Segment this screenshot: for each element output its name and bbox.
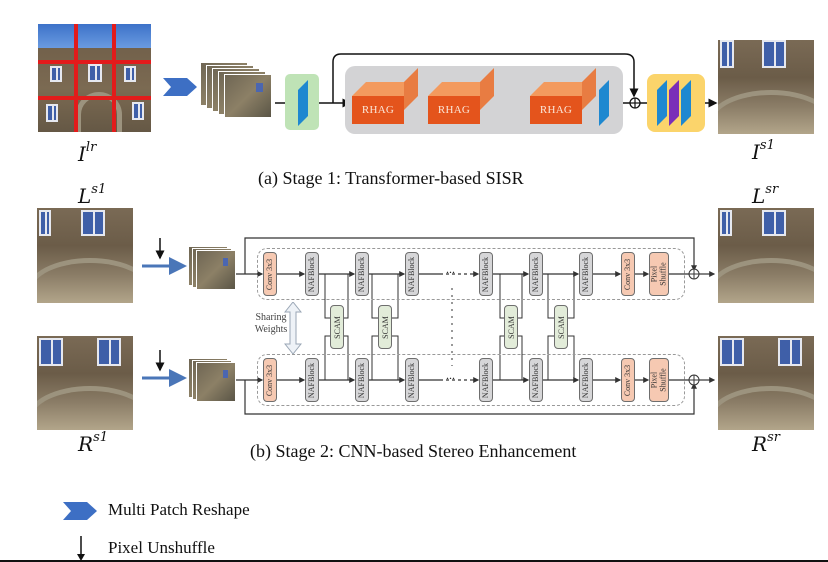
block-label: Conv 3x3 <box>623 258 633 290</box>
patch-stack <box>200 62 280 122</box>
left-nafblock-n1: NAFBlock <box>529 252 543 296</box>
left-pixel-shuffle: Pixel Shuffle <box>649 252 669 296</box>
right-nafblock-n1: NAFBlock <box>529 358 543 402</box>
label-base: I <box>78 142 86 166</box>
block-label: NAFBlock <box>531 362 541 398</box>
left-branch-group <box>257 248 685 300</box>
right-nafblock-1: NAFBlock <box>305 358 319 402</box>
block-label: Conv 3x3 <box>265 258 275 290</box>
block-label: SCAM <box>332 315 342 339</box>
block-label: NAFBlock <box>307 362 317 398</box>
block-label: NAFBlock <box>581 256 591 292</box>
left-nafblock-n2: NAFBlock <box>479 252 493 296</box>
left-output-label: Lsr <box>752 182 778 208</box>
right-nafblock-3: NAFBlock <box>405 358 419 402</box>
bottom-border <box>0 560 828 562</box>
conv-plane-icon <box>599 80 609 126</box>
block-label: Pixel Shuffle <box>650 262 668 286</box>
label-base: I <box>752 140 760 164</box>
stage2-caption: (b) Stage 2: CNN-based Stereo Enhancemen… <box>250 441 577 461</box>
left-nafblock-3: NAFBlock <box>405 252 419 296</box>
left-nafblock-1: NAFBlock <box>305 252 319 296</box>
block-label: NAFBlock <box>307 256 317 292</box>
label-base: R <box>752 432 768 456</box>
left-conv3x3-in: Conv 3x3 <box>263 252 277 296</box>
label-base: L <box>78 184 92 208</box>
rhag-label: RHAG <box>539 104 573 116</box>
legend-pixel-unshuffle: Pixel Unshuffle <box>108 538 215 557</box>
ellipsis: ... <box>446 262 455 276</box>
rhag-block-1: RHAG <box>352 96 404 124</box>
right-input-image <box>37 336 133 430</box>
left-input-label: Ls1 <box>78 182 106 208</box>
label-sup: s1 <box>93 430 109 445</box>
label-sup: sr <box>765 182 779 197</box>
label-base: R <box>78 432 94 456</box>
scam-2: SCAM <box>378 305 392 349</box>
right-conv3x3-in: Conv 3x3 <box>263 358 277 402</box>
label-sup: s1 <box>759 138 775 153</box>
right-conv3x3-out: Conv 3x3 <box>621 358 635 402</box>
right-patch-stack <box>188 358 240 406</box>
sharing-weights-label: Sharing Weights <box>254 312 288 335</box>
block-label: NAFBlock <box>581 362 591 398</box>
right-output-label: Rsr <box>752 430 780 456</box>
block-label: NAFBlock <box>481 256 491 292</box>
label-sup: s1 <box>91 182 107 197</box>
rhag-block-3: RHAG <box>530 96 582 124</box>
block-label: NAFBlock <box>357 362 367 398</box>
rhag-block-2: RHAG <box>428 96 480 124</box>
output-s1-image <box>718 40 814 134</box>
left-conv3x3-out: Conv 3x3 <box>621 252 635 296</box>
scam-n: SCAM <box>554 305 568 349</box>
label-sup: sr <box>767 430 780 445</box>
right-nafblock-n2: NAFBlock <box>479 358 493 402</box>
right-nafblock-n: NAFBlock <box>579 358 593 402</box>
left-nafblock-2: NAFBlock <box>355 252 369 296</box>
block-label: SCAM <box>506 315 516 339</box>
down-arrow-icon <box>77 536 85 561</box>
sharing-weights-double-arrow-icon <box>284 302 302 354</box>
conv-plane-icon <box>298 80 308 126</box>
block-label: Conv 3x3 <box>623 364 633 396</box>
block-label: SCAM <box>556 315 566 339</box>
right-output-image <box>718 336 814 430</box>
ellipsis: ... <box>446 368 455 382</box>
block-label: NAFBlock <box>407 256 417 292</box>
rhag-label: RHAG <box>361 104 395 116</box>
input-lr-image <box>38 24 151 132</box>
upsample-planes-icon <box>657 80 691 126</box>
multi-patch-reshape-chevron-icon <box>163 78 197 96</box>
block-label: SCAM <box>380 315 390 339</box>
block-label: NAFBlock <box>531 256 541 292</box>
right-input-label: Rs1 <box>78 430 108 456</box>
block-label: NAFBlock <box>357 256 367 292</box>
block-label: NAFBlock <box>481 362 491 398</box>
right-pixel-shuffle: Pixel Shuffle <box>649 358 669 402</box>
left-nafblock-n: NAFBlock <box>579 252 593 296</box>
left-input-image <box>37 208 133 303</box>
input-lr-label: Ilr <box>78 140 96 166</box>
left-output-image <box>718 208 814 303</box>
stage1-caption: (a) Stage 1: Transformer-based SISR <box>258 168 524 188</box>
block-label: Conv 3x3 <box>265 364 275 396</box>
output-s1-label: Is1 <box>752 138 775 164</box>
left-patch-stack <box>188 246 240 294</box>
block-label: Pixel Shuffle <box>650 368 668 392</box>
rhag-label: RHAG <box>437 104 471 116</box>
legend-multi-patch-reshape: Multi Patch Reshape <box>108 500 250 519</box>
right-branch-group <box>257 354 685 406</box>
block-label: NAFBlock <box>407 362 417 398</box>
scam-n1: SCAM <box>504 305 518 349</box>
right-nafblock-2: NAFBlock <box>355 358 369 402</box>
label-sup: lr <box>85 140 97 155</box>
label-base: L <box>752 184 766 208</box>
scam-1: SCAM <box>330 305 344 349</box>
chevron-arrow-icon <box>63 502 97 520</box>
